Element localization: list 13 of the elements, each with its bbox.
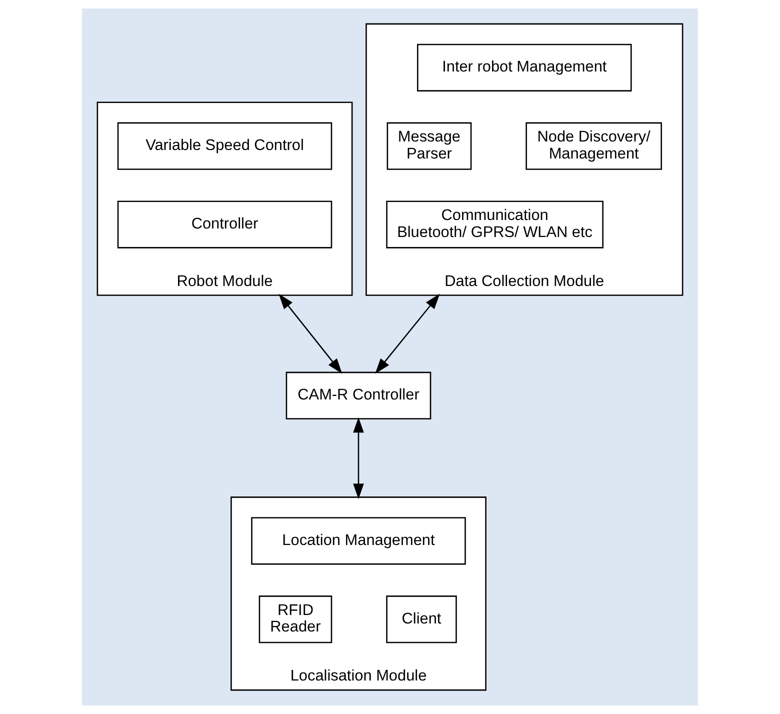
node-box: Client <box>386 596 457 644</box>
node-box: Variable Speed Control <box>117 122 332 170</box>
node-box: Location Management <box>251 517 466 565</box>
node-box: Communication Bluetooth/ GPRS/ WLAN etc <box>386 200 604 248</box>
node-box: Node Discovery/ Management <box>526 122 662 170</box>
node-box: Controller <box>117 200 332 248</box>
arrow <box>375 294 440 374</box>
node-box: Message Parser <box>386 122 472 170</box>
node-box: Inter robot Management <box>417 44 632 92</box>
node-box: RFID Reader <box>258 596 332 644</box>
arrow <box>278 294 342 374</box>
arrow <box>353 417 364 500</box>
node-box: CAM-R Controller <box>286 372 432 420</box>
